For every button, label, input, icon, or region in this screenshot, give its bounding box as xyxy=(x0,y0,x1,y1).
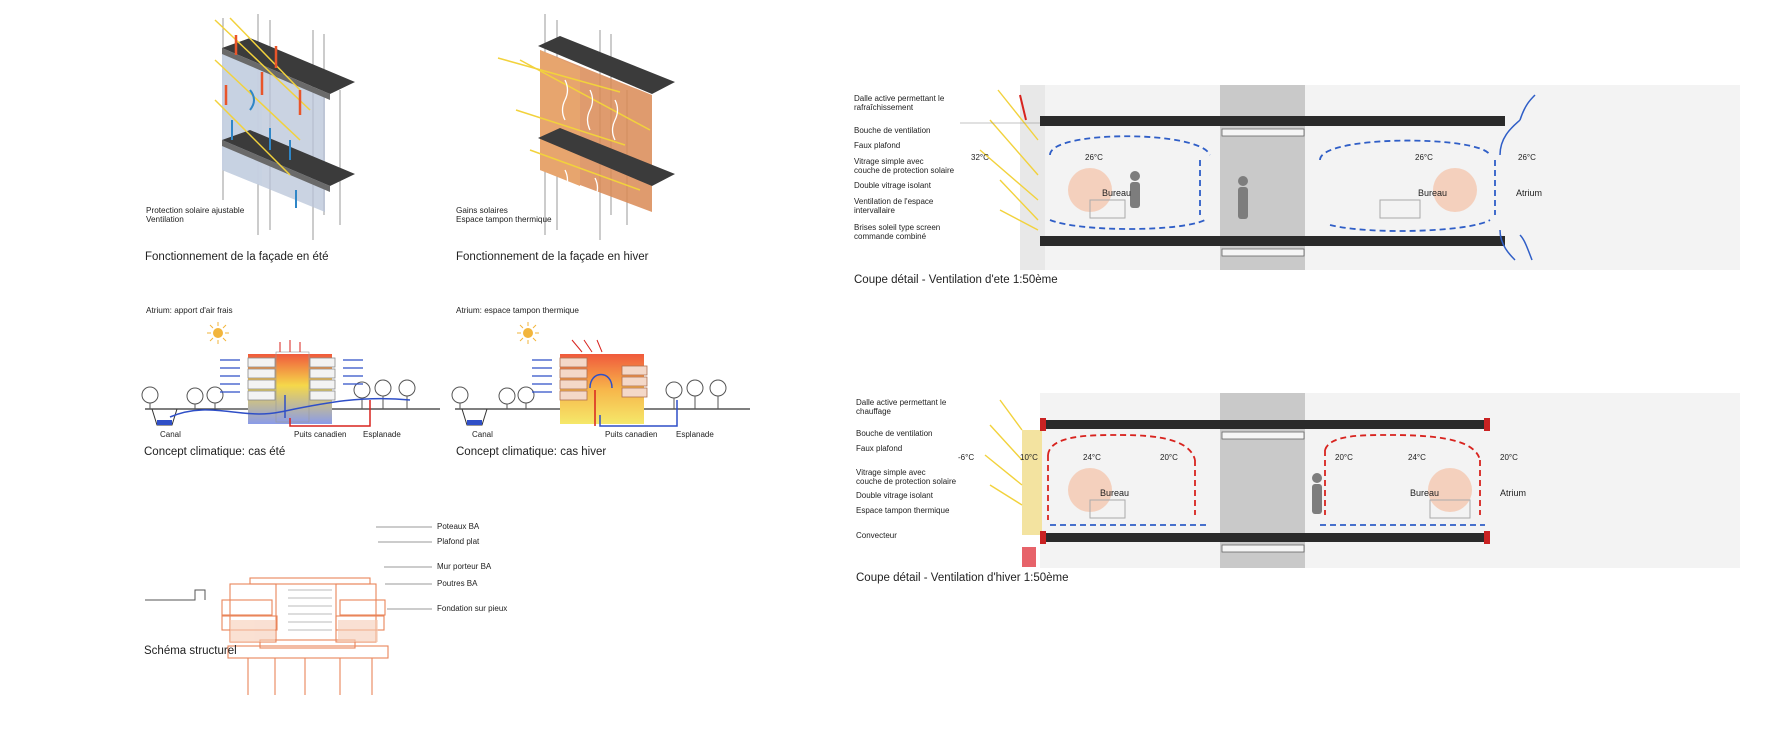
concept-ete-diagram: Atrium: apport d'air frais xyxy=(140,300,450,470)
coupe-ete-label-double: Double vitrage isolant xyxy=(854,181,931,190)
coupe-ete-label-vitrage: Vitrage simple avec xyxy=(854,157,924,166)
coupe-hiver-label-faux: Faux plafond xyxy=(856,444,903,453)
coupe-ete-section: Dalle active permettant le rafraîchissem… xyxy=(850,80,1770,300)
coupe-ete-atrium: Atrium xyxy=(1516,188,1543,198)
coupe-hiver-temp-mid1: 20°C xyxy=(1160,453,1178,462)
sun-icon xyxy=(207,322,229,344)
concept-ete-canal: Canal xyxy=(160,430,181,439)
facade-hiver-diagram: Gains solaires Espace tampon thermique F… xyxy=(420,0,750,300)
coupe-ete-temp-out: 32°C xyxy=(971,153,989,162)
concept-ete-drawing xyxy=(141,322,440,427)
person-icon xyxy=(1130,171,1248,219)
facade-hiver-drawing xyxy=(497,14,675,240)
coupe-ete-label-dalle: Dalle active permettant le xyxy=(854,94,945,103)
coupe-hiver-label-dalle: Dalle active permettant le xyxy=(856,398,947,407)
coupe-hiver-temp-atrium: 20°C xyxy=(1500,453,1518,462)
coupe-ete-label-faux: Faux plafond xyxy=(854,141,901,150)
structure-label-poutres: Poutres BA xyxy=(437,579,478,588)
coupe-hiver-bureau-left: Bureau xyxy=(1100,488,1130,498)
caption-facade-hiver: Fonctionnement de la façade en hiver xyxy=(456,251,649,263)
coupe-hiver-temp-out: -6°C xyxy=(958,453,975,462)
coupe-hiver-temp-buffer: 10°C xyxy=(1020,453,1038,462)
concept-ete-atrium-label: Atrium: apport d'air frais xyxy=(146,306,233,315)
coupe-hiver-drawing xyxy=(984,393,1740,568)
coupe-ete-temp-left: 26°C xyxy=(1085,153,1103,162)
coupe-hiver-label-vitrage: Vitrage simple avec xyxy=(856,468,926,477)
coupe-hiver-label-bouche: Bouche de ventilation xyxy=(856,429,933,438)
caption-concept-ete: Concept climatique: cas été xyxy=(144,446,286,458)
caption-concept-hiver: Concept climatique: cas hiver xyxy=(456,446,607,458)
concept-ete-esplanade: Esplanade xyxy=(363,430,401,439)
coupe-ete-bureau-right: Bureau xyxy=(1418,188,1448,198)
caption-facade-ete: Fonctionnement de la façade en été xyxy=(145,251,329,263)
caption-coupe-ete: Coupe détail - Ventilation d'ete 1:50ème xyxy=(854,274,1058,286)
coupe-hiver-label-tampon: Espace tampon thermique xyxy=(856,506,950,515)
coupe-hiver-temp-mid2: 20°C xyxy=(1335,453,1353,462)
structure-label-mur: Mur porteur BA xyxy=(437,562,492,571)
coupe-ete-bureau-left: Bureau xyxy=(1102,188,1132,198)
coupe-hiver-section: Dalle active permettant le chauffage Bou… xyxy=(850,390,1770,600)
facade-ete-label-1: Protection solaire ajustable xyxy=(146,206,245,215)
person-icon xyxy=(1312,473,1322,514)
coupe-hiver-temp-left: 24°C xyxy=(1083,453,1101,462)
structure-label-fondation: Fondation sur pieux xyxy=(437,604,508,613)
facade-hiver-label-2: Espace tampon thermique xyxy=(456,215,552,224)
structure-label-plafond: Plafond plat xyxy=(437,537,480,546)
coupe-ete-temp-atrium: 26°C xyxy=(1518,153,1536,162)
facade-ete-label-2: Ventilation xyxy=(146,215,184,224)
concept-hiver-esplanade: Esplanade xyxy=(676,430,714,439)
concept-hiver-puits: Puits canadien xyxy=(605,430,658,439)
coupe-ete-label-dalle-2: rafraîchissement xyxy=(854,103,914,112)
facade-hiver-label-1: Gains solaires xyxy=(456,206,508,215)
coupe-ete-label-brises-2: commande combiné xyxy=(854,232,927,241)
concept-hiver-canal: Canal xyxy=(472,430,493,439)
structure-diagram: Schéma structurel xyxy=(140,526,560,750)
coupe-ete-label-brises: Brises soleil type screen xyxy=(854,223,941,232)
facade-ete-drawing xyxy=(214,14,355,240)
coupe-hiver-label-convecteur: Convecteur xyxy=(856,531,897,540)
facade-ete-diagram: Protection solaire ajustable Ventilation… xyxy=(0,0,420,300)
coupe-hiver-label-dalle-2: chauffage xyxy=(856,407,891,416)
coupe-ete-label-ventilation: Ventilation de l'espace xyxy=(854,197,934,206)
coupe-ete-drawing xyxy=(960,85,1740,270)
coupe-hiver-atrium: Atrium xyxy=(1500,488,1527,498)
caption-coupe-hiver: Coupe détail - Ventilation d'hiver 1:50è… xyxy=(856,572,1069,584)
concept-hiver-atrium-label: Atrium: espace tampon thermique xyxy=(456,306,579,315)
caption-structure: Schéma structurel xyxy=(144,645,237,657)
sun-icon xyxy=(517,322,539,344)
structure-label-poteaux: Poteaux BA xyxy=(437,522,480,531)
concept-hiver-diagram: Atrium: espace tampon thermique Can xyxy=(451,300,762,470)
coupe-ete-temp-right: 26°C xyxy=(1415,153,1433,162)
coupe-hiver-temp-right: 24°C xyxy=(1408,453,1426,462)
concept-hiver-drawing xyxy=(451,322,750,427)
coupe-hiver-bureau-right: Bureau xyxy=(1410,488,1440,498)
coupe-hiver-label-double: Double vitrage isolant xyxy=(856,491,933,500)
coupe-hiver-label-vitrage-2: couche de protection solaire xyxy=(856,477,957,486)
structure-drawing xyxy=(145,526,432,695)
coupe-ete-label-ventilation-2: intervallaire xyxy=(854,206,895,215)
coupe-ete-label-vitrage-2: couche de protection solaire xyxy=(854,166,955,175)
coupe-ete-label-bouche: Bouche de ventilation xyxy=(854,126,931,135)
concept-ete-puits: Puits canadien xyxy=(294,430,347,439)
